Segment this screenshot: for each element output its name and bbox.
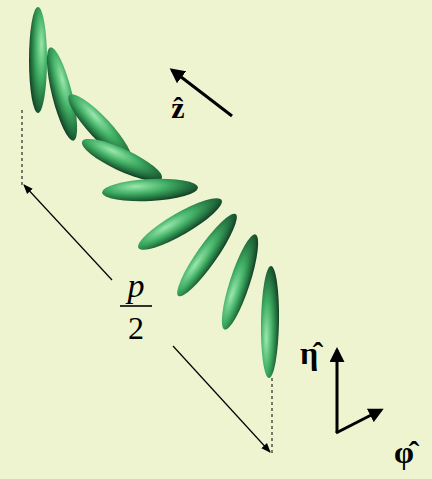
molecule-ellipsoid (260, 266, 280, 378)
dimension-line (173, 346, 270, 452)
fraction-bar (120, 305, 152, 307)
dimension-line (24, 185, 112, 280)
pitch-numerator: p (128, 269, 145, 303)
molecule-ellipsoid (101, 177, 198, 204)
molecule-ellipsoid (29, 7, 47, 113)
liquid-crystal-molecules (29, 7, 280, 378)
axis-label: η̂ (300, 337, 318, 369)
axis-arrow (336, 350, 339, 433)
axis-arrow (336, 410, 381, 433)
pitch-denominator: 2 (128, 312, 144, 344)
dashed-guide (22, 110, 23, 186)
axis-label: φ̂ (394, 436, 414, 468)
molecule-ellipsoid (215, 231, 265, 332)
axis-label: ẑ (171, 93, 184, 123)
dashed-guide (272, 378, 273, 455)
molecule-ellipsoid (41, 45, 84, 143)
